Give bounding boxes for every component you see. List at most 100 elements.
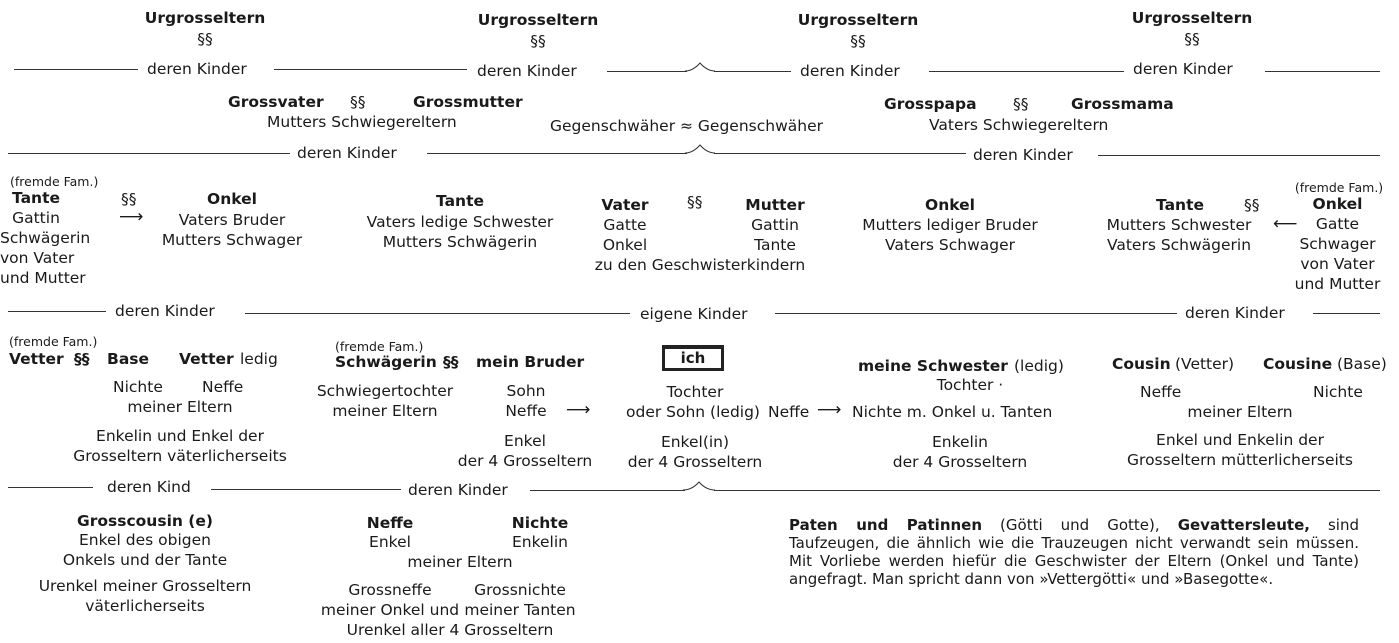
- divider-line: [427, 153, 687, 154]
- schwaegerin-line: meiner Eltern: [332, 402, 438, 420]
- enkelin-label: Enkelin: [511, 533, 568, 551]
- urgrosseltern-4-sym: §§: [1184, 30, 1200, 48]
- grosseltern-line: Grosseltern väterlicherseits: [73, 447, 287, 465]
- cousine-label: Cousine: [1263, 355, 1333, 373]
- deren-kinder-label: deren Kinder: [800, 62, 900, 80]
- divider-line: [8, 311, 106, 312]
- grosscousin-line: Enkel des obigen: [78, 531, 211, 549]
- gevattersleute-term: Gevattersleute,: [1177, 516, 1310, 534]
- vaters-schwiegereltern: Vaters Schwiegereltern: [929, 116, 1109, 134]
- deren-kinder-label: deren Kinder: [973, 146, 1073, 164]
- tante-line: Gattin: [12, 209, 60, 227]
- urenkel-line: Urenkel meiner Grosseltern: [38, 577, 252, 595]
- divider-line: [775, 313, 1177, 314]
- paragraph-symbol: §§: [121, 190, 137, 208]
- tante-line: Vaters Schwägerin: [1106, 236, 1252, 254]
- enkel-line: Enkelin und Enkel der: [96, 427, 264, 445]
- mutter-label: Mutter: [745, 196, 805, 214]
- tante-line: Vaters ledige Schwester: [366, 213, 554, 231]
- divider-line: [607, 71, 687, 72]
- paragraph-symbol: §§: [74, 350, 90, 368]
- urgrosseltern-2-sym: §§: [530, 32, 546, 50]
- brace-connector: [684, 144, 716, 154]
- onkel-line: Vaters Bruder: [178, 211, 286, 229]
- enkel-line: Enkel und Enkelin der: [1156, 431, 1324, 449]
- paragraph-symbol: §§: [687, 193, 703, 211]
- grossmutter-label: Grossmutter: [413, 93, 523, 111]
- schwaegerin-label: Schwägerin: [335, 353, 437, 371]
- grosscousin-label: Grosscousin (e): [77, 512, 213, 530]
- onkel-line: und Mutter: [1294, 275, 1381, 293]
- ledig-label: (ledig): [1014, 357, 1064, 375]
- paten-text: (Götti und Gotte),: [982, 516, 1178, 534]
- tante-line: Mutters Schwester: [1106, 216, 1252, 234]
- vetter-label: Vetter: [9, 350, 64, 368]
- divider-line: [714, 490, 1380, 491]
- grossnichte-line: meiner Tanten: [464, 601, 576, 619]
- mutter-line: Gattin: [751, 216, 799, 234]
- divider-line: [714, 153, 966, 154]
- tante-label: Tante: [436, 192, 484, 210]
- grosseltern-line: der 4 Grosseltern: [627, 453, 763, 471]
- onkel-line: Mutters lediger Bruder: [862, 216, 1038, 234]
- urgrosseltern-2-title: Urgrosseltern: [477, 11, 599, 29]
- ich-label: ich: [680, 349, 706, 367]
- vater-label: Vater: [601, 196, 649, 214]
- ledig-label: ledig: [240, 350, 278, 368]
- divider-line: [274, 69, 467, 70]
- schwester-line: Tochter ·: [936, 376, 1004, 394]
- meiner-eltern-label: meiner Eltern: [407, 553, 513, 571]
- ich-box: ich: [662, 345, 724, 371]
- meiner-eltern-label: meiner Eltern: [1187, 403, 1293, 421]
- deren-kinder-label: deren Kinder: [1133, 60, 1233, 78]
- neffe-label: Neffe: [1140, 383, 1182, 401]
- tante-line: und Mutter: [0, 269, 86, 287]
- urenkel-line: Urenkel aller 4 Grosseltern: [346, 621, 554, 639]
- divider-line: [1313, 313, 1380, 314]
- bruder-label: mein Bruder: [476, 353, 585, 371]
- grosspapa-label: Grosspapa: [884, 95, 977, 113]
- enkelin-label: Enkelin: [931, 433, 988, 451]
- urenkel-line: väterlicherseits: [85, 597, 205, 615]
- divider-line: [714, 71, 791, 72]
- fremde-familie-note: (fremde Fam.): [9, 334, 98, 349]
- paten-text: sind Taufzeugen, die ähnlich wie die Tra…: [789, 516, 1359, 588]
- fremde-familie-note: (fremde Fam.): [335, 339, 424, 354]
- gegenschwaeher-label: Gegenschwäher ≈ Gegenschwäher: [550, 117, 823, 135]
- meiner-eltern-label: meiner Eltern: [127, 398, 233, 416]
- paragraph-symbol: §§: [1244, 196, 1260, 214]
- vater-line: Gatte: [603, 216, 647, 234]
- paragraph-symbol: §§: [1013, 95, 1029, 113]
- onkel-label: Onkel: [1312, 195, 1363, 213]
- enkel-label: Enkel: [504, 432, 546, 450]
- arrow-left-icon: ⟵: [1273, 214, 1298, 234]
- onkel-line: von Vater: [1300, 255, 1375, 273]
- bruder-line: Sohn: [506, 382, 546, 400]
- grosscousin-line: Onkels und der Tante: [62, 551, 228, 569]
- mutters-schwiegereltern: Mutters Schwiegereltern: [267, 113, 457, 131]
- brace-connector: [682, 481, 716, 491]
- divider-line: [14, 69, 138, 70]
- paten-title: Paten und Patinnen: [789, 516, 983, 534]
- paragraph-symbol: §§: [350, 93, 366, 111]
- nichte-label: Nichte: [511, 514, 569, 532]
- ich-line: oder Sohn (ledig): [626, 403, 760, 421]
- base-label: Base: [107, 350, 150, 368]
- deren-kinder-label: deren Kinder: [115, 302, 215, 320]
- onkel-label: Onkel: [925, 196, 975, 214]
- arrow-right-icon: ⟶: [119, 207, 144, 227]
- grosseltern-line: der 4 Grosseltern: [892, 453, 1028, 471]
- base-note: (Base): [1337, 355, 1387, 373]
- tante-line: Mutters Schwägerin: [382, 233, 538, 251]
- grosseltern-line: Grosseltern mütterlicherseits: [1127, 451, 1353, 469]
- tante-line: Schwägerin: [0, 229, 91, 247]
- paten-paragraph: Paten und Patinnen (Götti und Gotte), Ge…: [789, 516, 1359, 588]
- onkel-line: Schwager: [1299, 235, 1376, 253]
- eigene-kinder-label: eigene Kinder: [640, 305, 748, 323]
- geschwisterkinder-label: zu den Geschwisterkindern: [594, 256, 806, 274]
- deren-kinder-label: deren Kinder: [147, 60, 247, 78]
- brace-connector: [684, 62, 716, 72]
- urgrosseltern-3-sym: §§: [850, 32, 866, 50]
- divider-line: [929, 71, 1124, 72]
- onkel-line: Vaters Schwager: [885, 236, 1015, 254]
